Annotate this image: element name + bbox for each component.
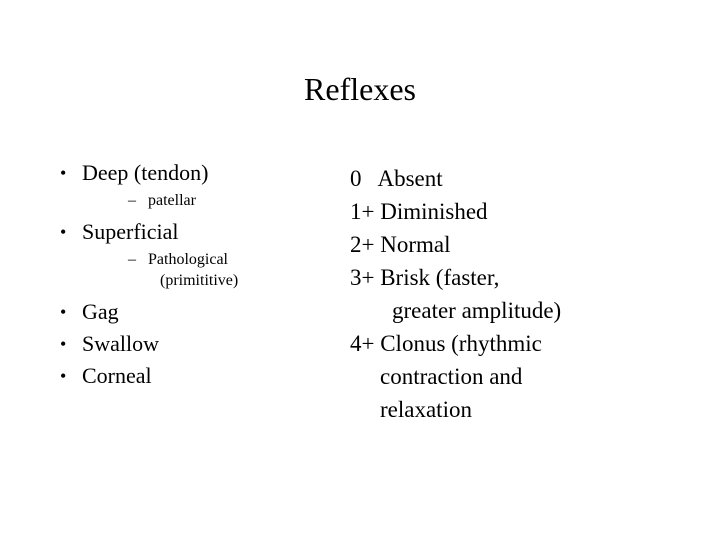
list-item: – Pathological (primititive) [82,249,338,291]
grading-scale-line: 1+ Diminished [350,199,488,224]
list-item-label: Corneal [82,363,152,388]
sub-list-item-label: Pathological [148,251,228,268]
sub-list: – patellar [82,190,338,211]
list-item: • Corneal [48,361,338,391]
sub-list-item-label-continued: (primititive) [160,272,239,289]
grading-scale-line: 2+ Normal [350,232,451,257]
bullet-icon: • [60,163,67,183]
dash-icon: – [128,251,136,268]
right-content-column: 0 Absent 1+ Diminished 2+ Normal 3+ Bris… [350,162,680,426]
sub-list: – Pathological (primititive) [82,249,338,291]
list-item: – patellar [82,190,338,211]
reflex-type-list: • Deep (tendon) – patellar • Superficial… [48,158,338,391]
list-item-label: Superficial [82,219,179,244]
list-item-label: Deep (tendon) [82,160,209,185]
list-item: • Swallow [48,329,338,359]
sub-list-item-label: patellar [148,192,196,209]
dash-icon: – [128,192,136,209]
bullet-icon: • [60,334,67,354]
grading-scale-line: 3+ Brisk (faster, [350,265,500,290]
list-item-label: Gag [82,299,119,324]
list-item: • Deep (tendon) – patellar [48,158,338,211]
grading-scale-line: relaxation [380,397,472,422]
bullet-icon: • [60,302,67,322]
page-title: Reflexes [304,71,416,107]
list-item: • Gag [48,297,338,327]
grading-scale-line: 0 Absent [350,166,443,191]
grading-scale-line: 4+ Clonus (rhythmic [350,331,542,356]
grading-scale-line: contraction and [380,364,523,389]
bullet-icon: • [60,366,67,386]
list-item-label: Swallow [82,331,159,356]
grading-scale-line: greater amplitude) [392,298,562,323]
left-content-column: • Deep (tendon) – patellar • Superficial… [48,158,338,393]
bullet-icon: • [60,222,67,242]
list-item: • Superficial – Pathological (primititiv… [48,217,338,291]
